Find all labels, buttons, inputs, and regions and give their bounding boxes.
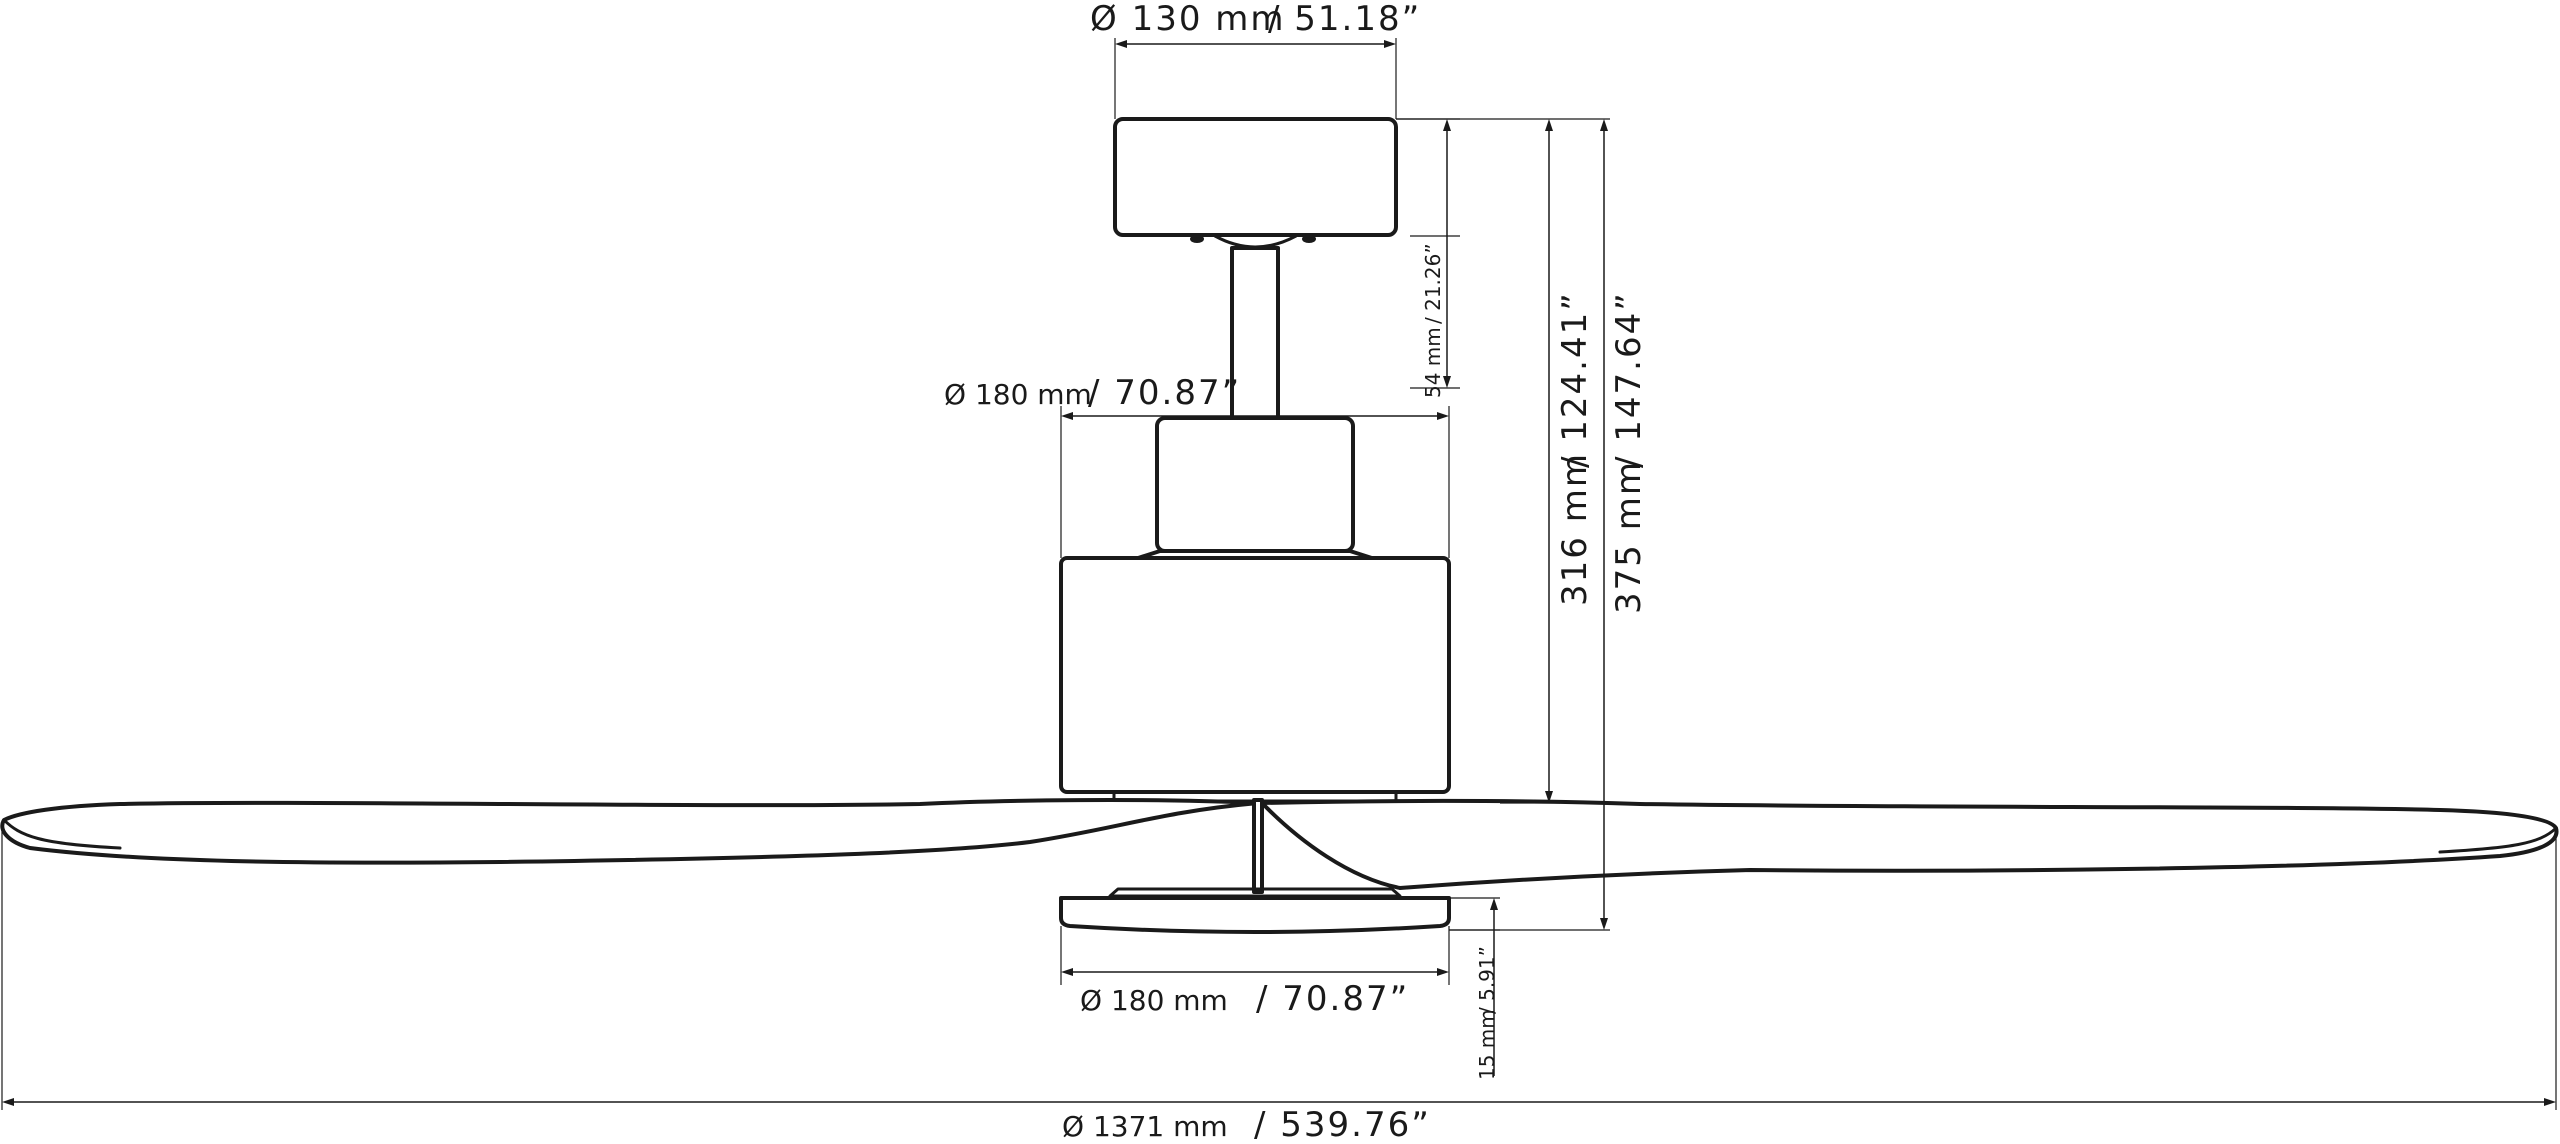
blade-right-edge [2438, 826, 2558, 854]
label-motor-diameter-imperial: / 70.87” [1088, 373, 1241, 413]
light-kit [1059, 896, 1451, 934]
label-light-diameter-metric: Ø 180 mm [1080, 984, 1228, 1017]
label-canopy-diameter-metric: Ø 130 mm [1090, 0, 1286, 39]
label-downrod-length-metric: 54 mm [1421, 327, 1445, 398]
label-height-to-blade-metric: 316 mm [1555, 452, 1595, 606]
blade-left [0, 798, 1260, 865]
label-canopy-diameter-imperial: / 51.18” [1268, 0, 1421, 39]
label-downrod-length-imperial: / 21.26” [1421, 243, 1445, 324]
canopy-screw-left [1190, 235, 1204, 243]
blade-left-edge [2, 818, 122, 850]
label-total-height-metric: 375 mm [1609, 460, 1649, 614]
blade-right [1260, 798, 2559, 890]
label-light-height-metric: 15 mm [1475, 1009, 1499, 1080]
fan-drawing [0, 117, 2559, 934]
light-stem [1252, 798, 1264, 894]
dimension-labels: Ø 130 mm / 51.18” 54 mm / 21.26” Ø 180 m… [944, 0, 1649, 1144]
motor-upper-housing [1155, 416, 1355, 553]
label-total-height-imperial: / 147.64” [1609, 291, 1649, 468]
label-light-diameter-imperial: / 70.87” [1256, 979, 1409, 1019]
canopy [1113, 117, 1398, 237]
label-height-to-blade-imperial: / 124.41” [1555, 291, 1595, 468]
label-blade-span-metric: Ø 1371 mm [1062, 1110, 1228, 1143]
label-blade-span-imperial: / 539.76” [1254, 1105, 1431, 1144]
label-light-height-imperial: / 5.91” [1475, 946, 1499, 1014]
canopy-screw-right [1302, 235, 1316, 243]
motor-main-housing [1059, 556, 1451, 794]
label-motor-diameter-metric: Ø 180 mm [944, 378, 1092, 411]
canopy-collar [1213, 234, 1298, 249]
dimension-lines [1, 38, 2557, 1110]
